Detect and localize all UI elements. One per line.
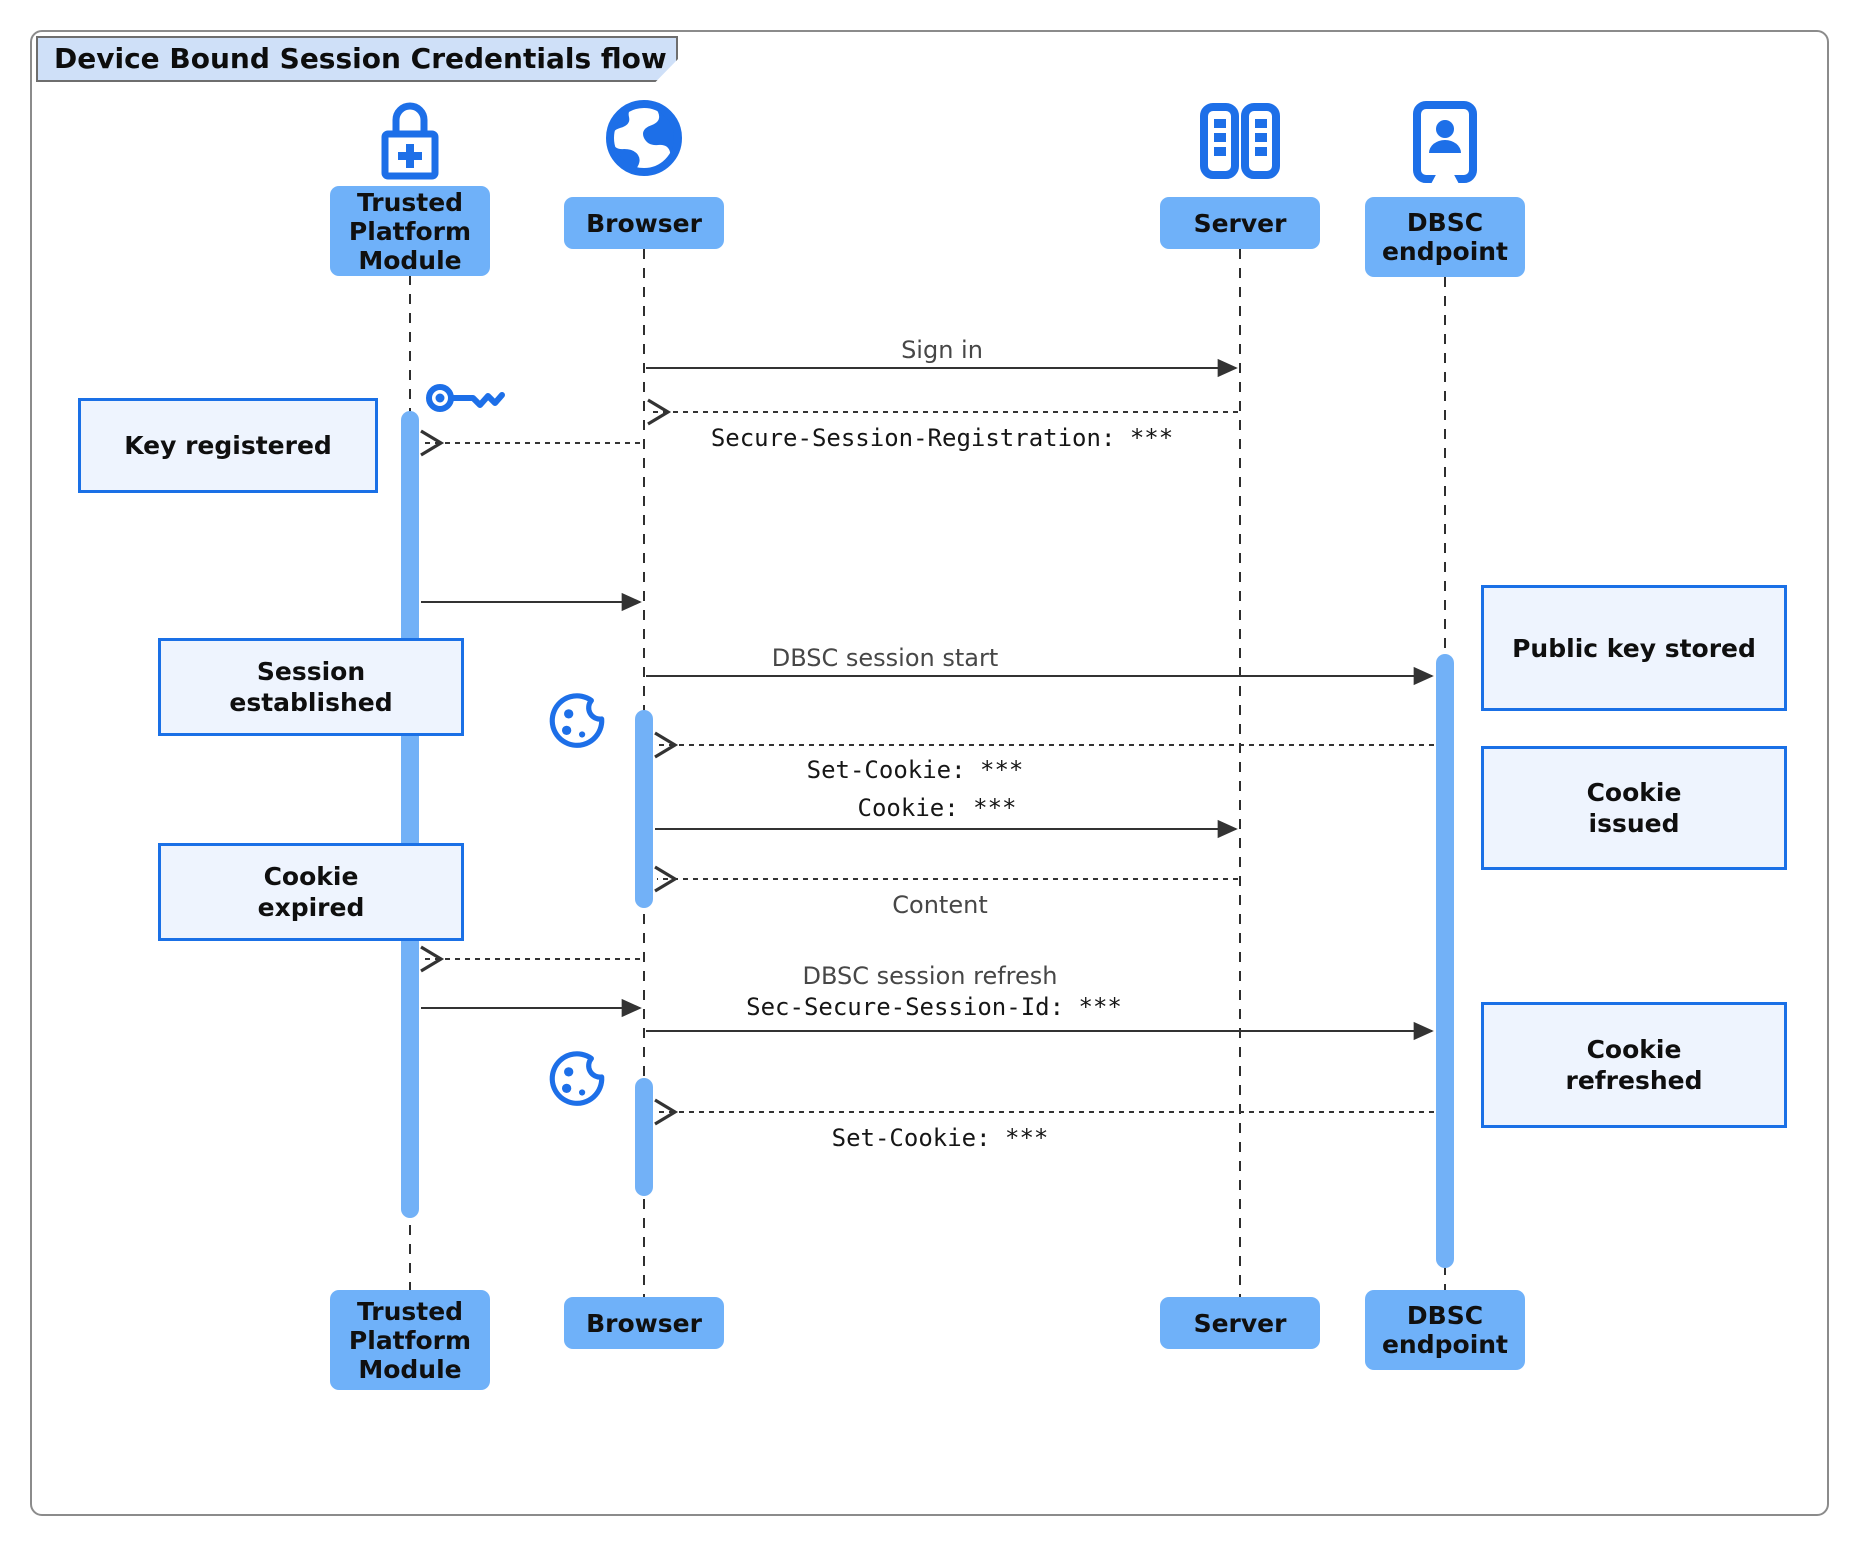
note-cookie-expired: Cookie expired: [158, 843, 464, 941]
label-set-cookie-2: Set-Cookie: ***: [831, 1124, 1049, 1152]
label-refresh-line1: DBSC session refresh: [802, 962, 1058, 990]
actor-bottom-dbsc: DBSC endpoint: [1365, 1290, 1525, 1370]
activation-browser-2: [635, 1078, 653, 1196]
note-cookie-issued: Cookie issued: [1481, 746, 1787, 870]
actor-bottom-tpm: Trusted Platform Module: [330, 1290, 490, 1390]
lock-plus-icon: [381, 102, 439, 180]
actor-top-dbsc: DBSC endpoint: [1365, 197, 1525, 277]
actor-top-server: Server: [1160, 197, 1320, 249]
label-dbsc-start: DBSC session start: [771, 644, 999, 672]
key-icon: [426, 384, 505, 412]
label-sign-in: Sign in: [901, 336, 983, 364]
actor-bottom-browser: Browser: [564, 1297, 724, 1349]
note-session-established: Session established: [158, 638, 464, 736]
cookie-icon: [549, 693, 605, 748]
activation-browser-1: [635, 710, 653, 908]
contact-badge-icon: [1413, 101, 1477, 184]
activation-dbsc: [1436, 654, 1454, 1268]
server-icon: [1200, 103, 1280, 179]
globe-icon: [606, 100, 682, 176]
cookie-icon: [549, 1051, 605, 1106]
note-cookie-refreshed: Cookie refreshed: [1481, 1002, 1787, 1128]
actor-bottom-server: Server: [1160, 1297, 1320, 1349]
label-registration: Secure-Session-Registration: ***: [710, 424, 1174, 452]
note-public-key-stored: Public key stored: [1481, 585, 1787, 711]
label-content: Content: [892, 891, 988, 919]
diagram-title: Device Bound Session Credentials flow: [36, 36, 678, 82]
note-key-registered: Key registered: [78, 398, 378, 493]
actor-top-tpm: Trusted Platform Module: [330, 186, 490, 276]
label-set-cookie-1: Set-Cookie: ***: [806, 756, 1024, 784]
activation-tpm: [401, 411, 419, 1218]
actor-top-browser: Browser: [564, 197, 724, 249]
label-cookie: Cookie: ***: [857, 794, 1017, 822]
label-refresh-line2: Sec-Secure-Session-Id: ***: [746, 993, 1122, 1021]
